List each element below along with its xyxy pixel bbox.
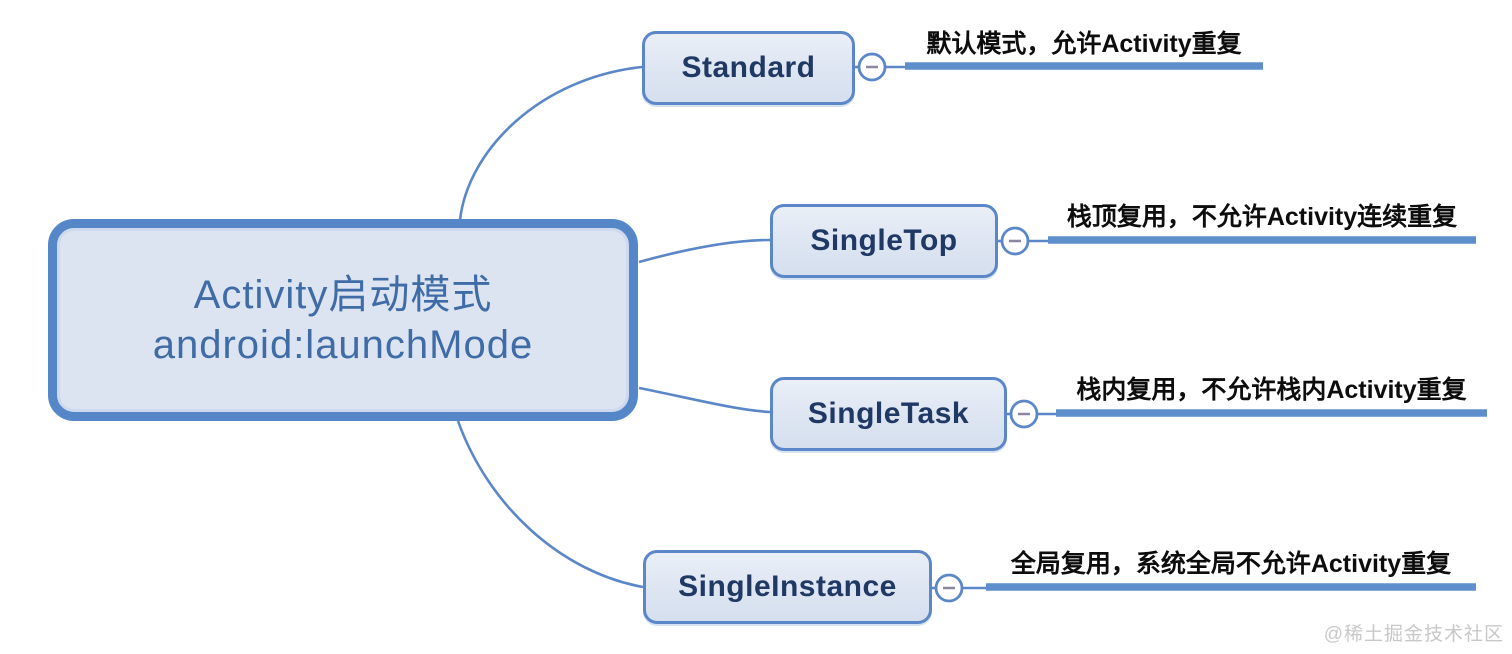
- central-topic-title: Activity启动模式: [193, 273, 493, 317]
- description-singletop[interactable]: 栈顶复用，不允许Activity连续重复: [1066, 203, 1458, 231]
- watermark: @稀土掘金技术社区: [1323, 624, 1504, 645]
- topic-label: SingleTask: [807, 397, 970, 430]
- branch-curve-singletop: [638, 238, 771, 264]
- branch-curve-singleinstance: [456, 420, 644, 589]
- central-topic[interactable]: Activity启动模式 android:launchMode: [48, 219, 638, 421]
- description-singletask[interactable]: 栈内复用，不允许栈内Activity重复: [1076, 376, 1467, 404]
- topic-label: SingleInstance: [678, 570, 897, 603]
- topic-label: Standard: [681, 51, 816, 84]
- topic-singletop[interactable]: SingleTop: [770, 204, 998, 278]
- description-singleinstance[interactable]: 全局复用，系统全局不允许Activity重复: [1010, 550, 1452, 578]
- topic-singleinstance[interactable]: SingleInstance: [643, 550, 932, 624]
- topic-standard[interactable]: Standard: [642, 31, 855, 105]
- branch-curve-singletask: [638, 386, 771, 414]
- topic-singletask[interactable]: SingleTask: [770, 377, 1007, 451]
- branch-curve-standard: [458, 65, 643, 221]
- topic-label: SingleTop: [810, 224, 958, 257]
- description-standard[interactable]: 默认模式，允许Activity重复: [926, 30, 1242, 58]
- central-topic-subtitle: android:launchMode: [152, 323, 534, 367]
